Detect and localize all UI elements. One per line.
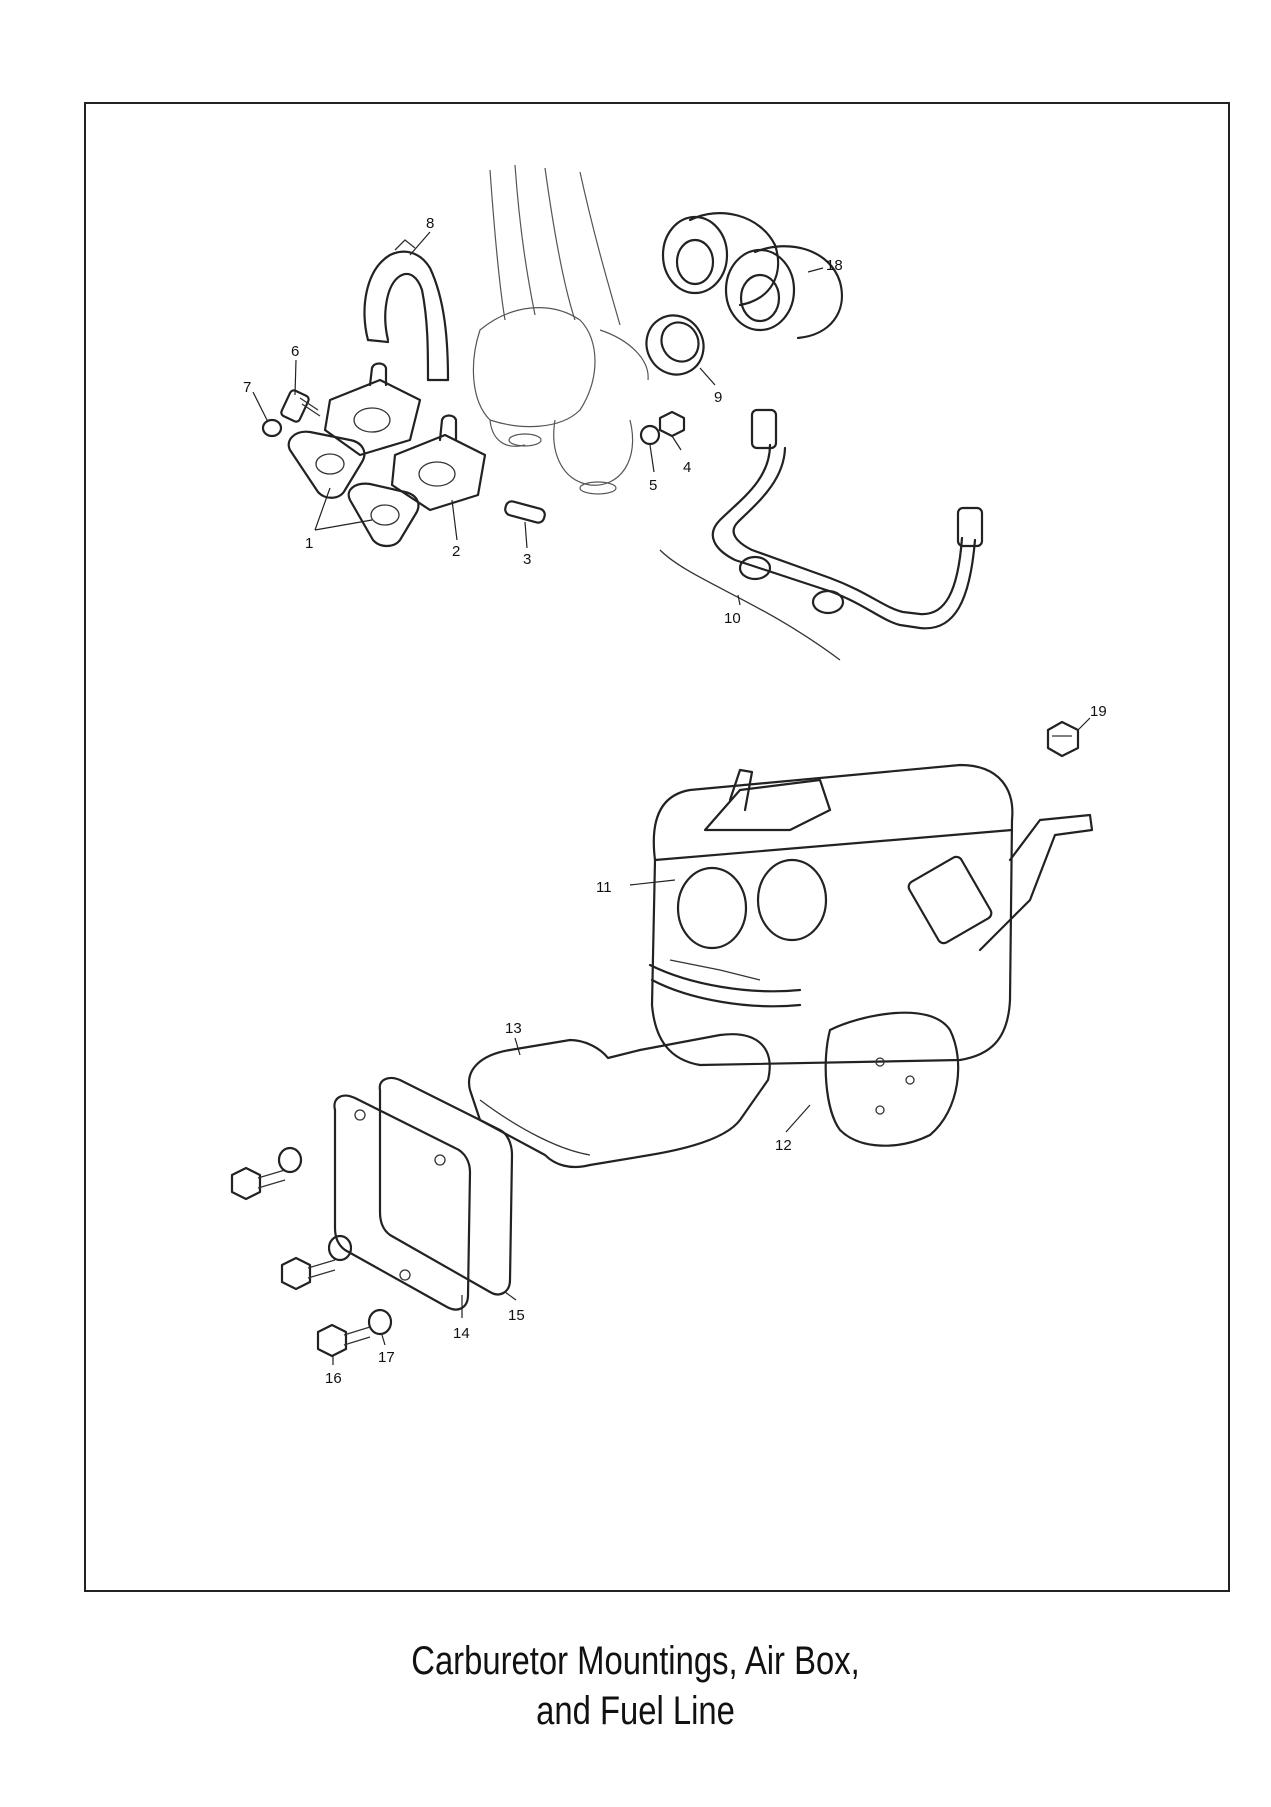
part-17-washers bbox=[277, 1146, 393, 1336]
callout-15: 15 bbox=[508, 1307, 525, 1324]
part-14-cover-plate bbox=[333, 1094, 472, 1311]
callout-9: 9 bbox=[714, 389, 722, 406]
callout-1: 1 bbox=[305, 535, 313, 552]
callout-4: 4 bbox=[683, 459, 691, 476]
diagram-caption: Carburetor Mountings, Air Box, and Fuel … bbox=[114, 1636, 1156, 1736]
callout-19: 19 bbox=[1090, 703, 1107, 720]
part-18-rubber-boots bbox=[661, 212, 843, 340]
callout-17: 17 bbox=[378, 1349, 395, 1366]
callout-5: 5 bbox=[649, 477, 657, 494]
diagram-frame bbox=[84, 102, 1230, 1592]
part-10-fuel-line bbox=[659, 408, 984, 661]
part-7-washer bbox=[261, 418, 283, 438]
callout-labels: 1 2 3 4 5 6 7 8 9 10 11 12 13 14 15 16 1… bbox=[243, 215, 1107, 1387]
callout-14: 14 bbox=[453, 1325, 470, 1342]
callout-3: 3 bbox=[523, 551, 531, 568]
part-15-cover-gasket bbox=[378, 1076, 514, 1296]
part-8-vent-hose bbox=[363, 239, 450, 382]
part-11-air-box bbox=[648, 763, 1094, 1067]
callout-6: 6 bbox=[291, 343, 299, 360]
caption-line-2: and Fuel Line bbox=[536, 1689, 735, 1733]
carburetor-assembly-ghost bbox=[472, 164, 649, 495]
part-6-bolt bbox=[280, 389, 321, 423]
callout-11: 11 bbox=[596, 879, 612, 896]
part-12-side-plate bbox=[824, 1011, 960, 1147]
part-5-washer bbox=[639, 424, 661, 446]
part-19-clip bbox=[1046, 720, 1080, 758]
part-9-clamp-ring bbox=[645, 314, 705, 376]
callout-18: 18 bbox=[826, 257, 843, 274]
part-3-pin bbox=[504, 500, 546, 524]
part-2-manifolds bbox=[323, 362, 487, 512]
part-4-nut bbox=[658, 410, 686, 438]
part-16-bolts bbox=[230, 1166, 371, 1358]
callout-13: 13 bbox=[505, 1020, 522, 1037]
callout-10: 10 bbox=[724, 610, 741, 627]
callout-16: 16 bbox=[325, 1370, 342, 1387]
leader-lines bbox=[252, 231, 1091, 1365]
callout-8: 8 bbox=[426, 215, 434, 232]
caption-line-1: Carburetor Mountings, Air Box, bbox=[411, 1639, 860, 1683]
part-13-filter-element bbox=[467, 1033, 771, 1169]
callout-2: 2 bbox=[452, 543, 460, 560]
callout-7: 7 bbox=[243, 379, 251, 396]
callout-12: 12 bbox=[775, 1137, 792, 1154]
